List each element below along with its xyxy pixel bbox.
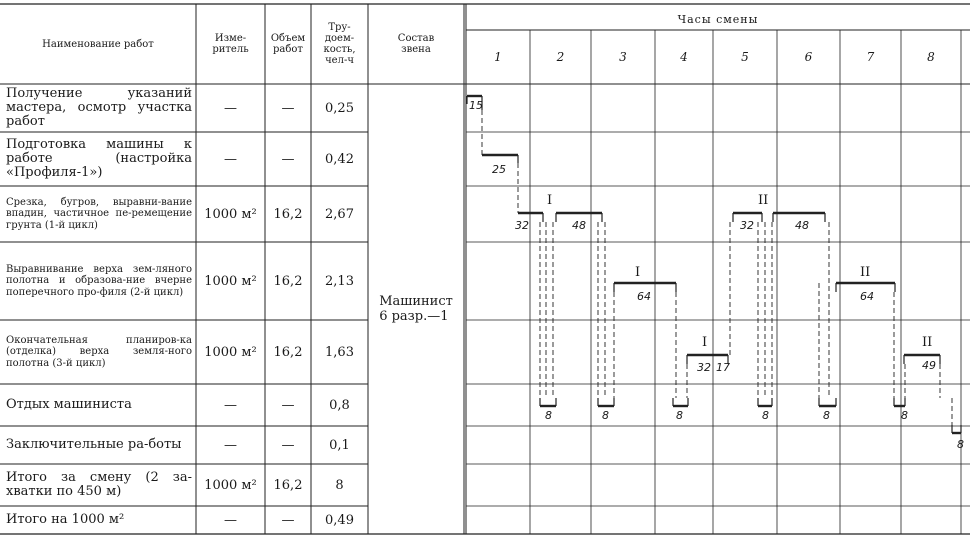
cycle-marker: I xyxy=(702,335,708,350)
row-labor: 8 xyxy=(335,477,344,493)
row-labor: 2,67 xyxy=(325,206,354,222)
row-volume: — xyxy=(281,397,295,413)
row-unit: — xyxy=(224,512,237,528)
row-name: Срезка, бугров, выравни-вание впадин, ча… xyxy=(6,196,192,231)
cycle-marker: II xyxy=(922,335,933,350)
row-labor: 0,25 xyxy=(325,100,354,116)
cycle-marker: II xyxy=(860,265,871,280)
hour-8: 8 xyxy=(927,50,935,64)
row-name: Подготовка машины к работе (настройка «П… xyxy=(6,137,192,180)
cycle-marker: I xyxy=(547,193,553,208)
gantt-label: 8 xyxy=(901,409,908,422)
row-unit: — xyxy=(224,397,237,413)
row-name: Итого за смену (2 за-хватки по 450 м) xyxy=(6,470,192,499)
hour-6: 6 xyxy=(804,50,813,64)
row-name: Окончательная планиров-ка (отделка) верх… xyxy=(6,334,192,369)
row-name: Итого на 1000 м² xyxy=(6,512,125,527)
row-volume: 16,2 xyxy=(273,273,303,289)
row-volume: 16,2 xyxy=(273,344,303,360)
hour-4: 4 xyxy=(680,50,688,64)
hour-2: 2 xyxy=(556,50,565,64)
header-volume: Объем работ xyxy=(270,33,306,55)
header-labor: Тру- доем- кость, чел-ч xyxy=(323,22,356,66)
row-volume: — xyxy=(281,512,295,528)
gantt-label: 48 xyxy=(795,219,809,232)
gantt-label: 64 xyxy=(637,290,651,303)
row-labor: 2,13 xyxy=(325,273,354,289)
gantt-label: 8 xyxy=(676,409,683,422)
row-volume: — xyxy=(281,100,295,116)
row-unit: — xyxy=(224,151,237,167)
gantt-label: 64 xyxy=(860,290,874,303)
hour-5: 5 xyxy=(741,50,749,64)
row-volume: 16,2 xyxy=(273,477,303,493)
cycle-marker: II xyxy=(758,193,769,208)
row-labor: 0,49 xyxy=(325,512,354,528)
header-unit: Изме- ритель xyxy=(212,33,249,55)
gantt-label: 17 xyxy=(716,361,730,374)
row-labor: 0,1 xyxy=(329,437,350,453)
header-work-name: Наименование работ xyxy=(42,38,154,50)
row-labor: 0,42 xyxy=(325,151,354,167)
row-unit: 1000 м² xyxy=(204,273,257,289)
row-name: Заключительные ра-боты xyxy=(6,437,182,452)
hour-1: 1 xyxy=(494,50,502,64)
row-volume: 16,2 xyxy=(273,206,303,222)
gantt-label: 8 xyxy=(762,409,769,422)
gantt-label: 32 xyxy=(515,219,529,232)
row-name: Получение указаний мастера, осмотр участ… xyxy=(6,86,192,129)
row-labor: 1,63 xyxy=(325,344,354,360)
gantt-label: 25 xyxy=(492,163,506,176)
row-volume: — xyxy=(281,151,295,167)
gantt-label: 48 xyxy=(572,219,586,232)
gantt-label: 15 xyxy=(469,99,483,112)
crew-composition: Машинист 6 разр.—1 xyxy=(379,294,453,324)
header-shift-hours: Часы смены xyxy=(677,12,759,26)
row-unit: 1000 м² xyxy=(204,206,257,222)
row-unit: 1000 м² xyxy=(204,344,257,360)
gantt-label: 8 xyxy=(823,409,830,422)
gantt-label: 8 xyxy=(602,409,609,422)
row-unit: 1000 м² xyxy=(204,477,257,493)
gantt-label: 49 xyxy=(922,359,936,372)
row-name: Выравнивание верха зем-ляного полотна и … xyxy=(6,263,192,298)
hour-7: 7 xyxy=(866,50,875,64)
gantt-label: 32 xyxy=(740,219,754,232)
hour-3: 3 xyxy=(619,50,627,64)
gantt-label: 8 xyxy=(957,438,964,451)
gantt-label: 8 xyxy=(545,409,552,422)
cycle-marker: I xyxy=(635,265,641,280)
row-unit: — xyxy=(224,437,237,453)
header-crew: Состав звена xyxy=(397,33,435,55)
row-unit: — xyxy=(224,100,237,116)
gantt-label: 32 xyxy=(697,361,711,374)
row-volume: — xyxy=(281,437,295,453)
row-name: Отдых машиниста xyxy=(6,397,132,412)
row-labor: 0,8 xyxy=(329,397,350,413)
